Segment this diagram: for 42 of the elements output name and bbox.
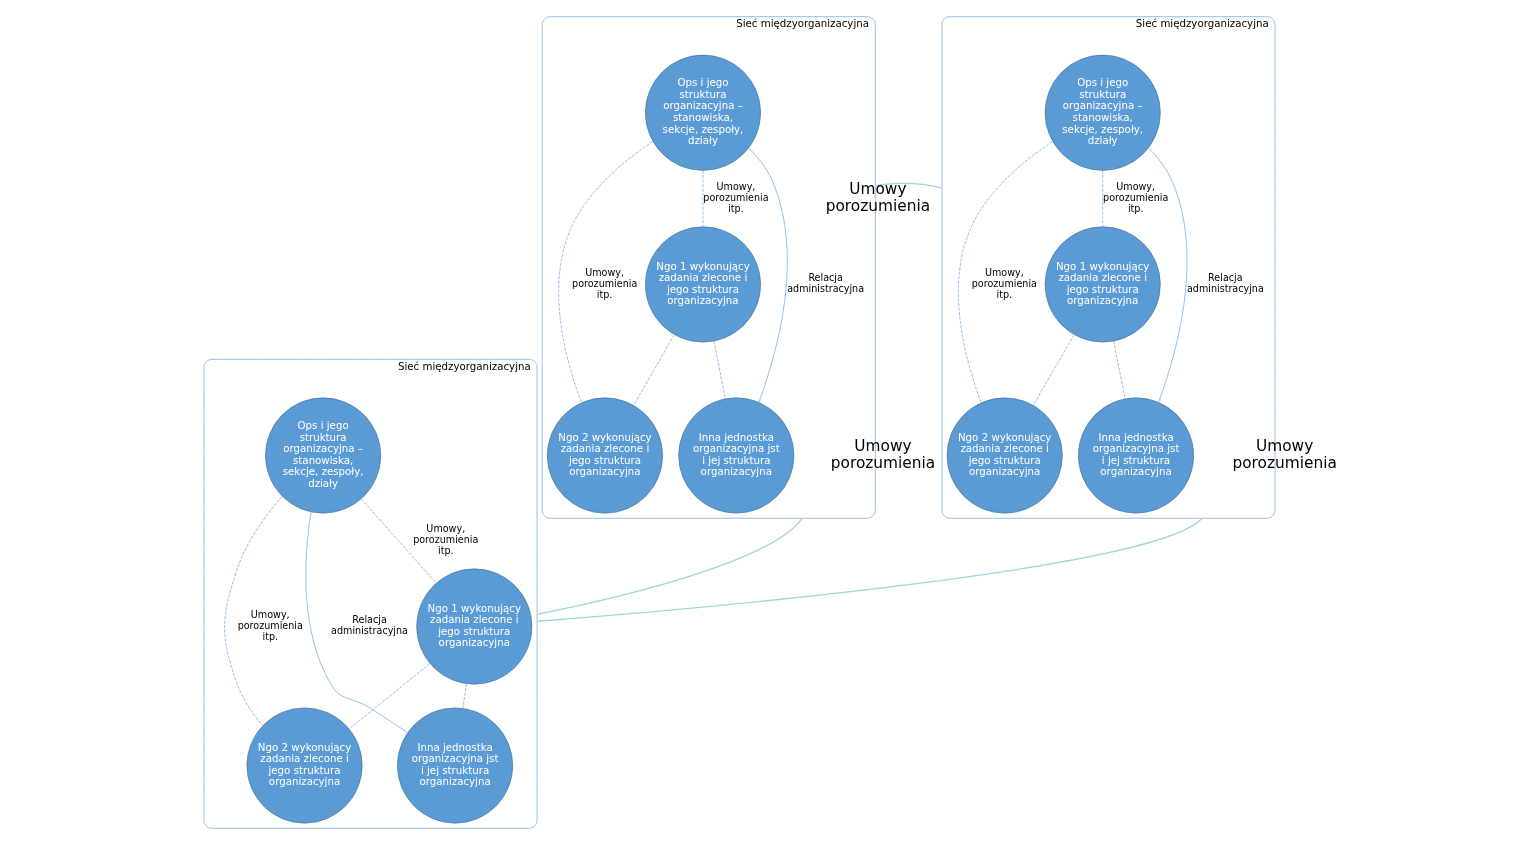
- edge-label: Relacja administracyjna: [786, 271, 864, 294]
- connector: [713, 340, 726, 399]
- edge-label: Umowy, porozumienia itp.: [1102, 180, 1168, 214]
- connector: [223, 495, 282, 726]
- connector: [1112, 340, 1125, 399]
- node-circle: Inna jednostka organizacyjna jst i jej struktura organizacyjna: [677, 397, 794, 513]
- connector: [360, 498, 436, 583]
- edge-label: Relacja administracyjna: [330, 613, 408, 636]
- connector: [535, 517, 803, 615]
- node-circle: Ngo 2 wykonujący zadania zlecone i jego struktura organizacyjna: [946, 397, 1063, 513]
- connector: [535, 517, 1203, 622]
- connector: [874, 182, 943, 188]
- connector: [1032, 333, 1074, 406]
- edge-label: Umowy, porozumienia itp.: [702, 180, 769, 214]
- edge-label: Umowy, porozumienia itp.: [971, 266, 1037, 300]
- node-circle: Ngo 1 wykonujący zadania zlecone i jego struktura organizacyjna: [1044, 226, 1161, 342]
- edge-label: Umowy, porozumienia itp.: [571, 266, 637, 300]
- connector: [557, 140, 653, 403]
- node-circle: Ngo 1 wykonujący zadania zlecone i jego struktura organizacyjna: [644, 226, 761, 342]
- node-circle: Ngo 2 wykonujący zadania zlecone i jego struktura organizacyjna: [246, 707, 362, 823]
- connector: [957, 140, 1053, 403]
- edge-label: Umowy, porozumienia itp.: [412, 522, 478, 556]
- connector: [305, 511, 408, 733]
- edge-label: Umowy, porozumienia itp.: [237, 608, 303, 642]
- connector: [702, 169, 703, 227]
- connector: [1147, 147, 1187, 402]
- edge-label: Umowy porozumienia: [825, 179, 930, 215]
- edge-label: Umowy porozumienia: [830, 436, 935, 472]
- node-circle: Ops i jego struktura organizacyjna – stanowiska, sekcje, zespoły, działy: [644, 54, 761, 171]
- node-circle: Ops i jego struktura organizacyjna – stanowiska, sekcje, zespoły, działy: [264, 397, 381, 513]
- node-circle: Ngo 2 wykonujący zadania zlecone i jego struktura organizacyjna: [546, 397, 663, 513]
- edge-label: Relacja administracyjna: [1186, 271, 1264, 294]
- node-circle: Ngo 1 wykonujący zadania zlecone i jego struktura organizacyjna: [415, 568, 532, 684]
- node-circle: Ops i jego struktura organizacyjna – stanowiska, sekcje, zespoły, działy: [1044, 54, 1161, 171]
- node-circle: Inna jednostka organizacyjna jst i jej struktura organizacyjna: [1077, 397, 1194, 513]
- connector: [348, 662, 430, 729]
- connector: [632, 333, 675, 406]
- node-circle: Inna jednostka organizacyjna jst i jej struktura organizacyjna: [396, 707, 513, 823]
- edge-label: Umowy porozumienia: [1231, 436, 1337, 472]
- connector: [462, 682, 467, 709]
- connector: [1101, 169, 1103, 227]
- connector: [747, 147, 788, 402]
